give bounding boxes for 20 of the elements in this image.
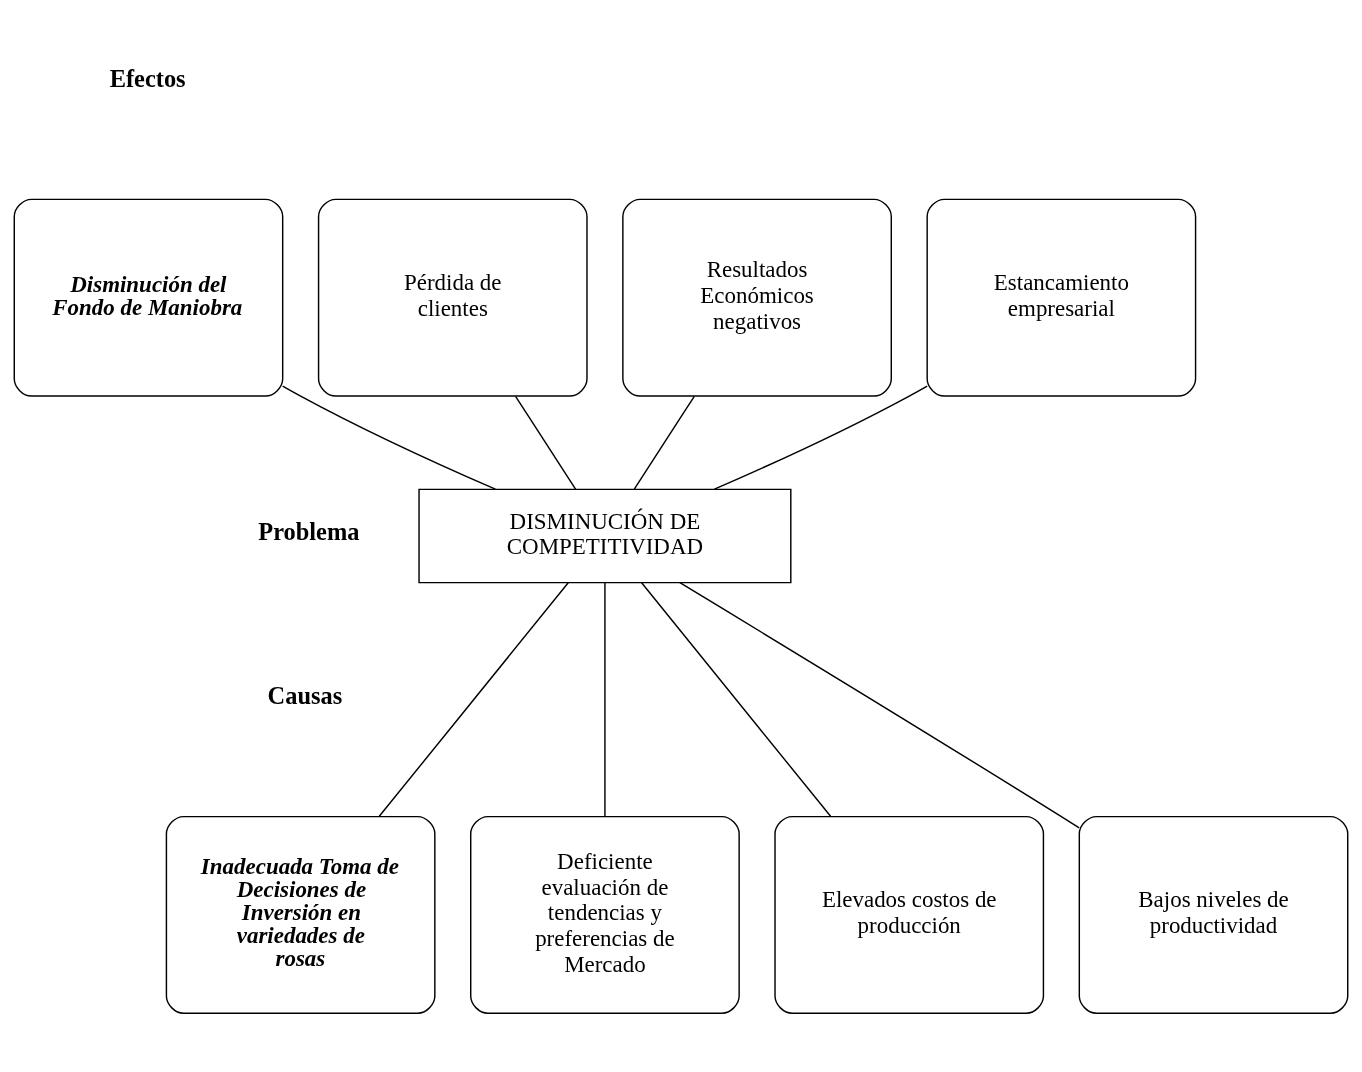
node-box: Resultados Económicos negativos bbox=[622, 198, 892, 397]
label: Problema bbox=[258, 518, 360, 546]
node-box: Pérdida de clientes bbox=[317, 198, 588, 397]
connector bbox=[679, 582, 1080, 829]
node-box: Disminución del Fondo de Maniobra bbox=[13, 198, 284, 397]
node-box: Elevados costos de producción bbox=[774, 815, 1045, 1014]
connector bbox=[514, 395, 577, 490]
node-box: DISMINUCIÓN DE COMPETITIVIDAD bbox=[418, 488, 792, 584]
node-box: Deficiente evaluación de tendencias y preferencias de Mercado bbox=[470, 815, 740, 1014]
connector bbox=[378, 582, 569, 818]
label: Efectos bbox=[109, 64, 186, 92]
connector bbox=[713, 385, 928, 490]
connector bbox=[281, 385, 497, 490]
connector bbox=[604, 582, 606, 818]
node-box: Estancamiento empresarial bbox=[926, 198, 1197, 397]
connector bbox=[633, 395, 696, 490]
label: Causas bbox=[267, 682, 343, 710]
connector bbox=[640, 582, 832, 818]
node-box: Inadecuada Toma de Decisiones de Inversión en variedades de rosas bbox=[165, 815, 436, 1014]
node-box: Bajos niveles de productividad bbox=[1078, 815, 1349, 1014]
